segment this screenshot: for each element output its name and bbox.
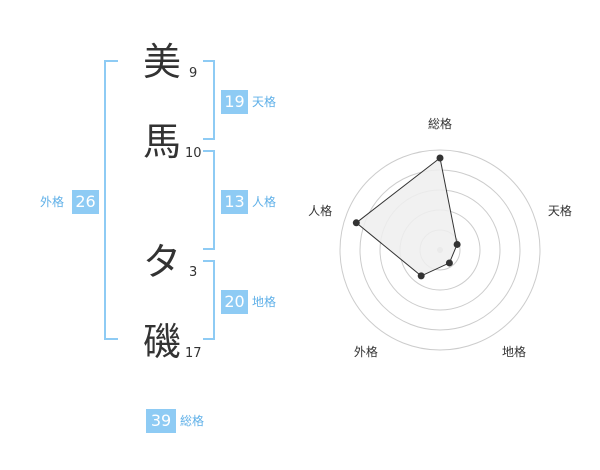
gaikaku-value: 26 — [72, 190, 99, 214]
jinkaku-bracket — [203, 150, 215, 250]
stroke-count-3: 3 — [189, 265, 198, 280]
radar-point-1 — [436, 154, 444, 162]
name-char-4: 磯 — [143, 320, 182, 364]
name-char-3: タ — [143, 240, 182, 284]
name-char-1: 美 — [143, 40, 182, 84]
radar-axis-label-1: 総格 — [428, 116, 452, 131]
gaikaku-bracket — [104, 60, 118, 340]
radar-point-3 — [445, 259, 453, 267]
jinkaku-label: 人格 — [252, 195, 277, 209]
chikaku-value: 20 — [221, 290, 248, 314]
tenkaku-label: 天格 — [252, 95, 277, 109]
tenkaku-bracket — [203, 60, 215, 140]
radar-axis-label-4: 外格 — [354, 344, 378, 359]
stroke-count-1: 9 — [189, 66, 198, 81]
name-char-2: 馬 — [143, 120, 182, 164]
radar-axis-label-3: 地格 — [502, 344, 526, 359]
radar-point-5 — [352, 219, 360, 227]
tenkaku-value: 19 — [221, 90, 248, 114]
stroke-count-2: 10 — [185, 146, 202, 161]
chikaku-label: 地格 — [252, 295, 277, 309]
radar-point-2 — [453, 240, 461, 248]
radar-ring-5 — [339, 149, 541, 351]
jinkaku-value: 13 — [221, 190, 248, 214]
gaikaku-label: 外格 — [40, 195, 65, 209]
stroke-count-4: 17 — [185, 346, 202, 361]
radar-point-4 — [417, 272, 425, 280]
chikaku-bracket — [203, 260, 215, 340]
radar-polygon — [355, 157, 458, 277]
radar-axis-label-2: 天格 — [548, 203, 572, 218]
radar-axis-label-5: 人格 — [308, 203, 332, 218]
soukaku-value: 39 — [146, 409, 176, 433]
soukaku-label: 総格 — [180, 414, 205, 428]
radar-shape — [352, 154, 461, 280]
